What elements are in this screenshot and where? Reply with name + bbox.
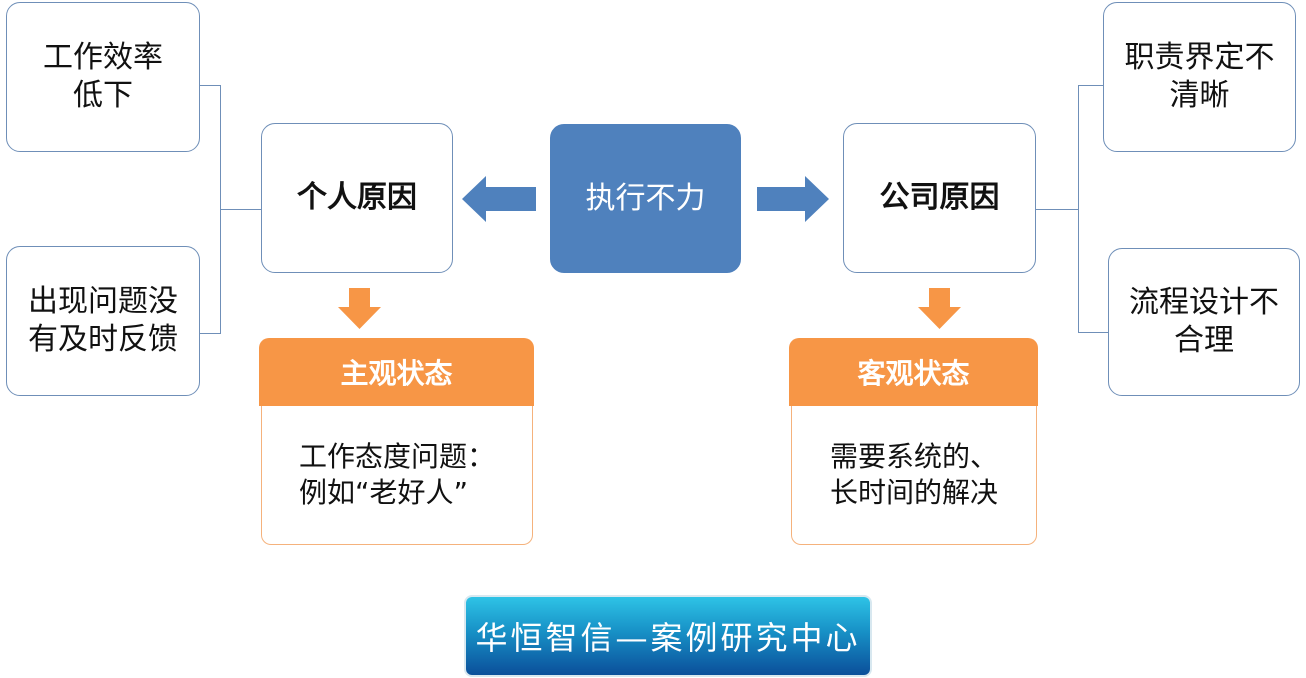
arrow-down-icon bbox=[918, 288, 961, 329]
text: 执行不力 bbox=[585, 180, 706, 216]
objective-state-body: 需要系统的、长时间的解决 bbox=[791, 406, 1037, 545]
text: 工作效率 bbox=[43, 40, 163, 75]
connector bbox=[1078, 85, 1103, 87]
text: 流程设计不 bbox=[1129, 285, 1279, 320]
connector bbox=[220, 209, 261, 211]
objective-state-header: 客观状态 bbox=[789, 338, 1038, 406]
cause-no-feedback: 出现问题没有及时反馈 bbox=[6, 246, 200, 396]
connector bbox=[1036, 209, 1078, 211]
arrow-down-icon bbox=[338, 288, 381, 329]
cause-low-efficiency: 工作效率低下 bbox=[6, 2, 200, 152]
text: 例如“老好人” bbox=[298, 476, 468, 509]
text: 长时间的解决 bbox=[829, 476, 998, 509]
text: 有及时反馈 bbox=[28, 322, 178, 357]
text: 低下 bbox=[73, 78, 133, 113]
cause-unclear-duties: 职责界定不清晰 bbox=[1103, 2, 1296, 152]
cause-bad-process: 流程设计不合理 bbox=[1108, 248, 1300, 396]
connector bbox=[200, 85, 220, 87]
footer-logo: 华恒智信—案例研究中心 bbox=[466, 597, 870, 675]
text: 个人原因 bbox=[297, 180, 417, 215]
text: 出现问题没 bbox=[28, 284, 178, 319]
arrow-right-icon bbox=[757, 176, 829, 222]
text: 公司原因 bbox=[879, 180, 1000, 215]
company-reason-box: 公司原因 bbox=[843, 123, 1036, 273]
subjective-state-body: 工作态度问题：例如“老好人” bbox=[261, 406, 533, 545]
text: 华恒智信—案例研究中心 bbox=[475, 619, 861, 657]
personal-reason-box: 个人原因 bbox=[261, 123, 453, 273]
text: 职责界定不 bbox=[1124, 40, 1275, 75]
connector bbox=[1078, 85, 1080, 333]
text: 合理 bbox=[1174, 323, 1234, 358]
arrow-left-icon bbox=[462, 176, 536, 222]
text: 主观状态 bbox=[340, 357, 453, 390]
connector bbox=[200, 333, 220, 335]
text: 需要系统的、 bbox=[829, 440, 998, 473]
text: 客观状态 bbox=[857, 357, 970, 390]
text: 工作态度问题： bbox=[298, 440, 495, 473]
center-box: 执行不力 bbox=[550, 124, 741, 273]
text: 清晰 bbox=[1169, 78, 1230, 113]
connector bbox=[1078, 332, 1108, 334]
subjective-state-header: 主观状态 bbox=[259, 338, 534, 406]
